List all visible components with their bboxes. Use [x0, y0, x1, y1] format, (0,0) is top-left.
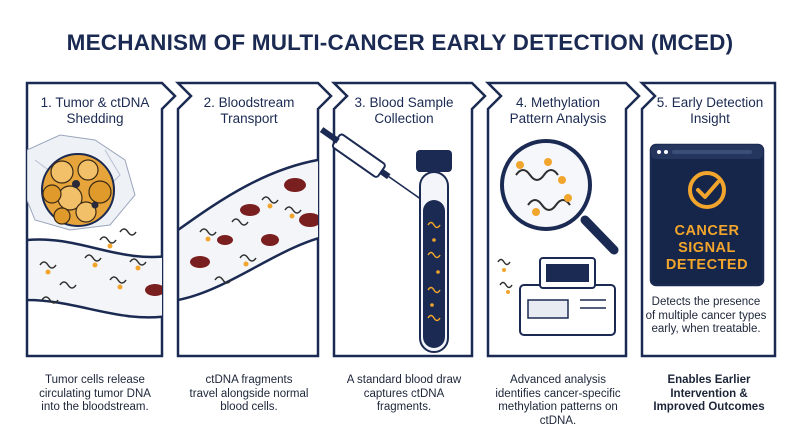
check-circle-icon — [688, 171, 726, 209]
vessel-1 — [27, 238, 175, 319]
red-blood-cells-2 — [190, 178, 321, 268]
floating-dna — [497, 258, 513, 289]
cancer-signal-text: CANCER SIGNAL DETECTED — [655, 223, 759, 274]
signal-line-1: CANCER — [674, 223, 740, 239]
red-blood-cell — [145, 284, 165, 296]
ctdna-fragments-2 — [199, 196, 302, 284]
checkmark-icon — [696, 180, 720, 199]
magnifying-glass — [500, 139, 619, 255]
blood-tube — [416, 150, 452, 353]
vessel-2 — [178, 156, 331, 302]
detection-screen — [649, 143, 765, 287]
sequencer-machine — [519, 257, 616, 336]
ctdna-fragments-1 — [39, 228, 147, 304]
signal-line-2: SIGNAL — [678, 240, 736, 256]
signal-line-3: DETECTED — [665, 257, 749, 273]
tumor-cluster — [41, 153, 115, 227]
diagram-title: MECHANISM OF MULTI-CANCER EARLY DETECTIO… — [66, 30, 734, 55]
